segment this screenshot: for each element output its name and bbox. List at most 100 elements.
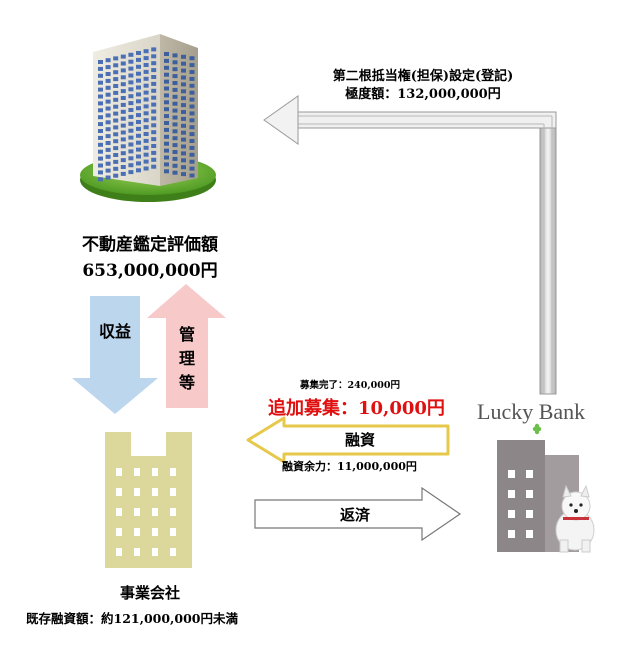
tower-window bbox=[120, 109, 126, 114]
tower-window bbox=[136, 85, 141, 90]
tower-window bbox=[105, 120, 111, 125]
company-window bbox=[152, 508, 158, 516]
tower-window bbox=[105, 168, 111, 173]
tower-window bbox=[98, 129, 103, 133]
tower-window bbox=[113, 63, 119, 68]
tower-window bbox=[98, 115, 103, 120]
tower-window bbox=[181, 110, 186, 114]
mortgage-limit: 極度額：132,000,000円 bbox=[345, 87, 501, 102]
tower-window bbox=[181, 89, 186, 94]
tower-window bbox=[128, 52, 134, 57]
repay-label: 返済 bbox=[339, 506, 370, 524]
tower-window bbox=[172, 163, 178, 168]
fundraise-completed: 募集完了：240,000円 bbox=[300, 380, 400, 391]
tower-window bbox=[128, 94, 134, 99]
company-building-icon bbox=[105, 432, 192, 568]
tower-window bbox=[189, 63, 195, 68]
tower-window bbox=[136, 64, 141, 69]
tower-window bbox=[105, 72, 111, 76]
company-window bbox=[170, 488, 176, 496]
dog-mascot-icon bbox=[555, 484, 595, 553]
tower-window bbox=[164, 100, 169, 105]
tower-window bbox=[113, 84, 119, 88]
tower-window bbox=[98, 73, 103, 78]
tower-window bbox=[189, 152, 195, 157]
tower-window bbox=[172, 87, 178, 92]
tower-window bbox=[113, 70, 119, 75]
tower-window bbox=[151, 75, 157, 79]
tower-window bbox=[105, 127, 111, 132]
tower-window bbox=[181, 116, 186, 121]
tower-window bbox=[128, 87, 134, 92]
tower-window bbox=[143, 104, 149, 109]
tower-window bbox=[143, 56, 149, 61]
tower-window bbox=[172, 94, 178, 99]
company-window bbox=[152, 468, 158, 476]
mortgage-title: 第二根抵当権(担保)設定(登記) bbox=[332, 69, 514, 84]
tower-window bbox=[143, 125, 149, 130]
tower-window bbox=[120, 151, 126, 156]
tower-window bbox=[189, 166, 195, 171]
tower-window bbox=[151, 157, 157, 162]
tower-window bbox=[189, 111, 195, 116]
tower-window bbox=[113, 56, 119, 61]
tower-window bbox=[120, 137, 126, 142]
tower-window bbox=[113, 146, 119, 151]
tower-window bbox=[181, 144, 186, 149]
tower-window bbox=[151, 150, 157, 155]
tower-window bbox=[164, 65, 169, 70]
tower-window bbox=[181, 172, 186, 177]
tower-window bbox=[128, 66, 134, 71]
tower-window bbox=[189, 139, 195, 143]
tower-window bbox=[105, 92, 111, 97]
lender-window bbox=[508, 510, 515, 518]
tower-window bbox=[105, 141, 111, 145]
appraisal-value: 653,000,000円 bbox=[82, 261, 218, 281]
tower-window bbox=[98, 66, 103, 71]
tower-window bbox=[181, 82, 186, 87]
tower-window bbox=[128, 128, 134, 133]
tower-window bbox=[98, 170, 103, 175]
tower-window bbox=[164, 162, 169, 167]
company-window bbox=[116, 548, 122, 556]
tower-window bbox=[120, 75, 126, 80]
company-existing-loan: 既存融資額：約121,000,000円未満 bbox=[26, 611, 238, 626]
tower-window bbox=[164, 114, 169, 119]
tower-window bbox=[164, 52, 169, 56]
tower-window bbox=[113, 153, 119, 157]
company-window bbox=[116, 488, 122, 496]
tower-window bbox=[98, 142, 103, 147]
tower-window bbox=[128, 163, 134, 168]
company-window bbox=[134, 528, 140, 536]
tower-window bbox=[181, 137, 186, 142]
tower-window bbox=[181, 103, 186, 108]
loan-arrow bbox=[246, 416, 450, 464]
company-window bbox=[116, 508, 122, 516]
tower-window bbox=[189, 70, 195, 74]
tower-window bbox=[136, 106, 141, 111]
tower-window bbox=[151, 102, 157, 107]
tower-window bbox=[113, 125, 119, 130]
tower-window bbox=[136, 51, 141, 55]
tower-window bbox=[181, 75, 186, 80]
mortgage-arrow bbox=[263, 95, 557, 395]
tower-window bbox=[172, 150, 178, 154]
tower-window bbox=[136, 140, 141, 145]
tower-window bbox=[105, 154, 111, 159]
tower-window bbox=[113, 132, 119, 137]
tower-window bbox=[120, 89, 126, 94]
tower-window bbox=[143, 90, 149, 95]
management-char-3: 等 bbox=[178, 373, 195, 392]
tower-window bbox=[143, 63, 149, 67]
tower-window bbox=[143, 69, 149, 74]
company-window bbox=[152, 548, 158, 556]
tower-window bbox=[120, 61, 126, 66]
tower-window bbox=[189, 125, 195, 130]
lender-brand: Lucky Bank bbox=[477, 399, 586, 424]
tower-window bbox=[128, 108, 134, 112]
tower-window bbox=[172, 101, 178, 106]
company-window bbox=[170, 508, 176, 516]
tower-window bbox=[151, 123, 157, 128]
tower-window bbox=[136, 57, 141, 62]
